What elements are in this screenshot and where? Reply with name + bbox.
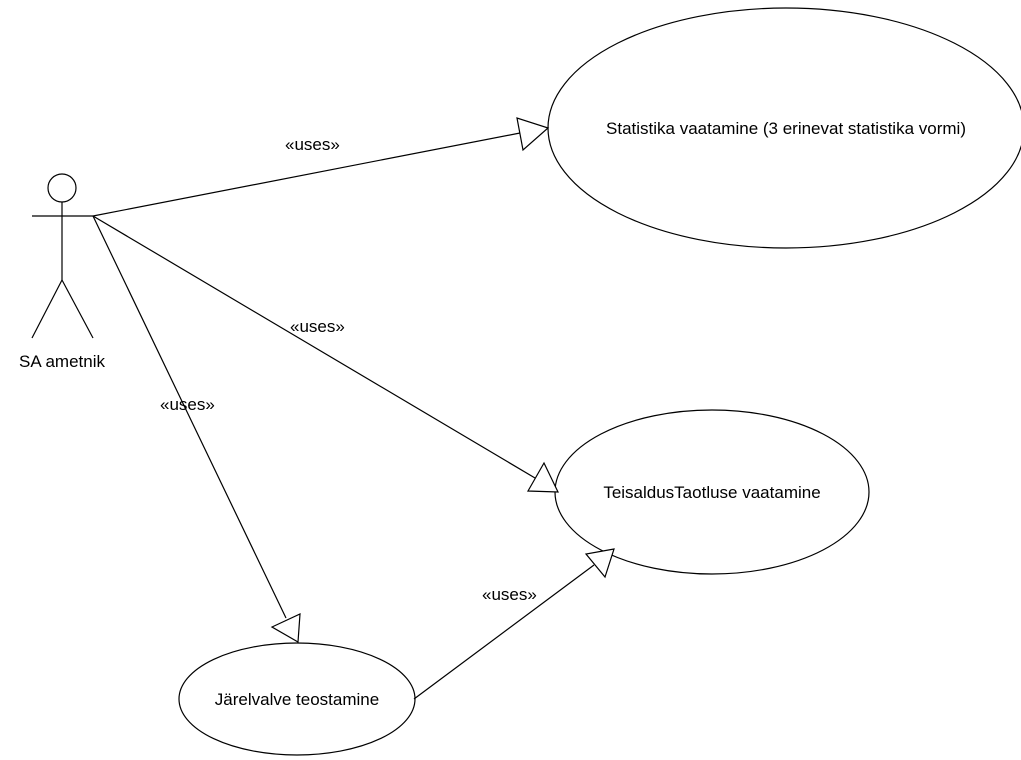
generalization-arrowhead [526,461,559,493]
relation-line [92,215,536,479]
actor-right-leg [61,279,94,339]
relation-line [92,132,521,217]
relation-actor-statistika [92,117,550,217]
use-case-statistika-label: Statistika vaatamine (3 erinevat statist… [606,119,966,138]
generalization-arrowhead [270,613,301,643]
actor-left-leg [31,279,63,339]
relation-actor-jarelvalve [92,215,301,643]
relation-actor-teisaldus [92,215,559,493]
actor-label: SA ametnik [19,352,105,371]
relation-jarelvalve-teisaldus [413,548,615,700]
relation-label-jarelvalve-teisaldus: «uses» [482,585,537,604]
relation-label-jarelvalve: «uses» [160,395,215,414]
generalization-arrowhead [516,117,550,152]
use-case-jarelvalve-label: Järelvalve teostamine [215,690,379,709]
relation-line [92,215,287,619]
generalization-arrowhead [584,548,615,579]
relation-line [413,564,595,700]
actor-head [47,173,77,203]
relation-label-statistika: «uses» [285,135,340,154]
actor-figure [31,173,94,339]
relation-label-teisaldus: «uses» [290,317,345,336]
use-case-teisaldus-label: TeisaldusTaotluse vaatamine [603,483,820,502]
